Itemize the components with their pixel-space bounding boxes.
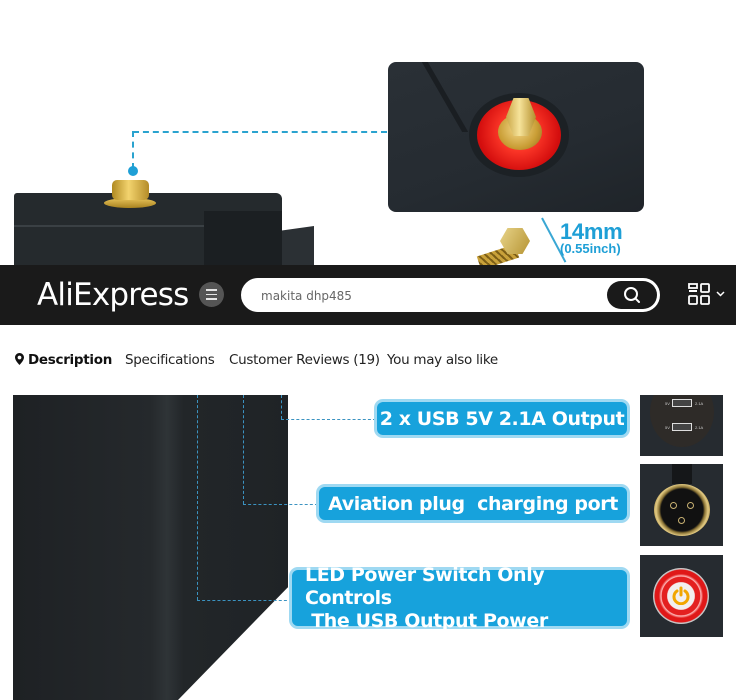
power-switch-thumbnail xyxy=(640,555,723,637)
callout-line xyxy=(243,504,318,505)
usb-ports-thumbnail: 5V 2.1A 5V 2.1A xyxy=(640,395,723,456)
power-icon xyxy=(672,586,690,605)
product-image-terminal: 14mm (0.55inch) xyxy=(0,0,736,265)
callout-led-switch: LED Power Switch Only Controls The USB O… xyxy=(292,564,627,632)
bolt-image xyxy=(476,228,548,265)
tab-specifications[interactable]: Specifications xyxy=(125,352,215,368)
menu-button[interactable] xyxy=(199,282,224,307)
terminal-base xyxy=(104,198,156,208)
callout-line xyxy=(197,395,198,600)
search-bar xyxy=(241,278,660,312)
callout-line xyxy=(281,419,376,420)
callout-dot xyxy=(128,166,138,176)
search-input[interactable] xyxy=(261,287,591,305)
tab-you-may-also-like[interactable]: You may also like xyxy=(387,352,498,368)
product-tabs: Description Specifications Customer Revi… xyxy=(0,325,736,395)
terminal-closeup-inset xyxy=(388,62,644,212)
site-header: AliExpress xyxy=(0,265,736,325)
chevron-down-icon xyxy=(716,291,725,297)
measure-value: 14mm xyxy=(560,219,623,244)
tab-label: Description xyxy=(28,352,113,368)
terminal-bolt xyxy=(112,180,149,200)
callout-usb-output: 2 x USB 5V 2.1A Output xyxy=(377,402,627,435)
hamburger-icon xyxy=(206,289,217,291)
aliexpress-logo[interactable]: AliExpress xyxy=(37,277,189,313)
tab-label: Specifications xyxy=(125,352,215,368)
callout-line xyxy=(243,395,244,504)
callout-line xyxy=(197,600,292,601)
location-pin-icon xyxy=(15,353,24,365)
search-icon xyxy=(624,287,640,303)
aviation-plug-thumbnail xyxy=(640,464,723,546)
product-image-features: 2 x USB 5V 2.1A Output Aviation plug cha… xyxy=(0,395,736,700)
tab-label: You may also like xyxy=(387,352,498,368)
search-button[interactable] xyxy=(607,281,657,309)
qr-code-button[interactable] xyxy=(688,282,728,306)
qr-code-icon xyxy=(688,283,710,305)
measure-imperial: (0.55inch) xyxy=(560,241,621,256)
callout-line xyxy=(132,131,134,169)
tab-label: Customer Reviews (19) xyxy=(229,352,380,368)
callout-aviation-plug: Aviation plug charging port xyxy=(319,487,627,520)
callout-line xyxy=(281,395,282,419)
callout-line xyxy=(133,131,387,133)
tab-customer-reviews[interactable]: Customer Reviews (19) xyxy=(229,352,380,368)
tab-description[interactable]: Description xyxy=(15,352,112,368)
battery-side xyxy=(13,395,288,700)
